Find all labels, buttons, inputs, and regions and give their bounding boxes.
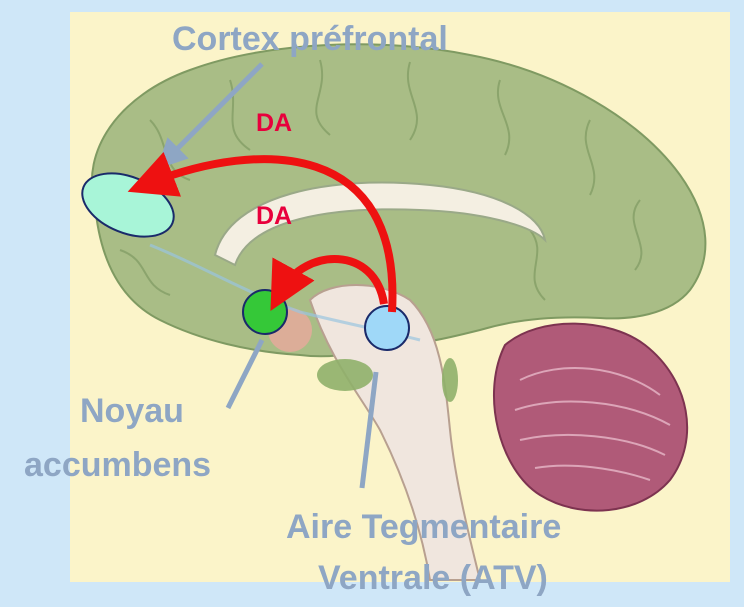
- noyau-accumbens-marker: [243, 290, 287, 334]
- da-label-top: DA: [256, 109, 292, 138]
- da-label-inner: DA: [256, 202, 292, 231]
- noyau-accumbens-label-line2: accumbens: [24, 446, 211, 485]
- cortex-prefrontal-label: Cortex préfrontal: [172, 20, 448, 59]
- atv-label-line2: Ventrale (ATV): [318, 559, 548, 598]
- atv-marker: [365, 306, 409, 350]
- noyau-accumbens-label-line1: Noyau: [80, 392, 184, 431]
- atv-label-line1: Aire Tegmentaire: [286, 508, 561, 547]
